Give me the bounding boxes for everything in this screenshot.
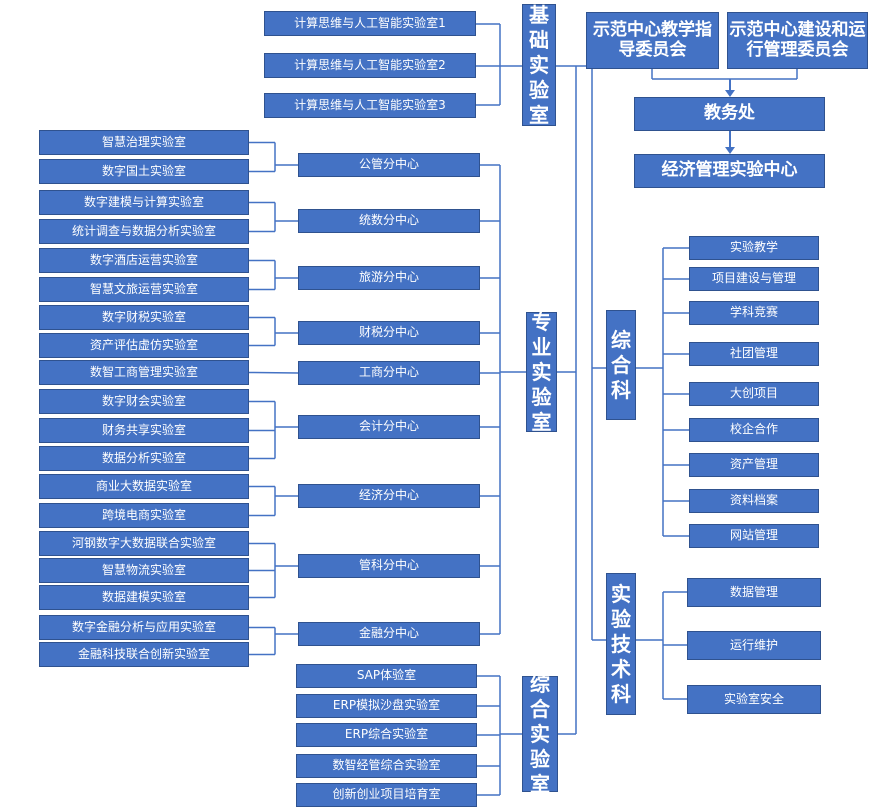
dept-item-box: 资料档案 [689,489,819,513]
lab-box: 河钢数字大数据联合实验室 [39,531,249,556]
subcenter-box: 经济分中心 [298,484,480,508]
subcenter-box: 金融分中心 [298,622,480,646]
subcenter-box: 统数分中心 [298,209,480,233]
subcenter-box: 旅游分中心 [298,266,480,290]
lab-box: 统计调查与数据分析实验室 [39,219,249,244]
lab-box: 数字酒店运营实验室 [39,248,249,273]
lab-box: 商业大数据实验室 [39,474,249,499]
dept-item-box: 大创项目 [689,382,819,406]
lab-box: 数字金融分析与应用实验室 [39,615,249,640]
lab-box: 数智工商管理实验室 [39,360,249,385]
comprehensive-dept-label: 综合科 [606,310,636,420]
lab-box: 智慧治理实验室 [39,130,249,155]
lab-box: 智慧物流实验室 [39,558,249,583]
dept-item-box: 学科竞赛 [689,301,819,325]
lab-box: 数字国土实验室 [39,159,249,184]
subcenter-box: 管科分中心 [298,554,480,578]
comprehensive-lab-room: 数智经管综合实验室 [296,754,477,778]
tech-item-box: 数据管理 [687,578,821,607]
lab-box: 金融科技联合创新实验室 [39,642,249,667]
lab-box: 数据建模实验室 [39,585,249,610]
dept-item-box: 校企合作 [689,418,819,442]
subcenter-box: 财税分中心 [298,321,480,345]
dept-item-box: 项目建设与管理 [689,267,819,291]
lab-box: 数字财会实验室 [39,389,249,414]
academic-affairs-box: 教务处 [634,97,825,131]
teaching-committee-box: 示范中心教学指导委员会 [586,12,719,69]
comprehensive-lab-room: SAP体验室 [296,664,477,688]
tech-item-box: 实验室安全 [687,685,821,714]
professional-lab-label: 专业实验室 [526,310,557,434]
lab-box: 资产评估虚仿实验室 [39,333,249,358]
lab-box: 数据分析实验室 [39,446,249,471]
dept-item-box: 社团管理 [689,342,819,366]
basic-lab-label: 基础实验室 [522,3,556,127]
subcenter-box: 工商分中心 [298,361,480,385]
dept-item-box: 资产管理 [689,453,819,477]
lab-box: 智慧文旅运营实验室 [39,277,249,302]
comprehensive-lab-label: 综合实验室 [522,672,558,796]
subcenter-box: 会计分中心 [298,415,480,439]
lab-box: 跨境电商实验室 [39,503,249,528]
comprehensive-lab-room: ERP综合实验室 [296,723,477,747]
comprehensive-lab-room: 创新创业项目培育室 [296,783,477,807]
operation-committee-box: 示范中心建设和运行管理委员会 [727,12,868,69]
basic-lab-2: 计算思维与人工智能实验室2 [264,53,476,78]
dept-item-box: 网站管理 [689,524,819,548]
dept-item-box: 实验教学 [689,236,819,260]
lab-box: 数字财税实验室 [39,305,249,330]
comprehensive-lab-room: ERP模拟沙盘实验室 [296,694,477,718]
tech-item-box: 运行维护 [687,631,821,660]
lab-box: 财务共享实验室 [39,418,249,443]
subcenter-box: 公管分中心 [298,153,480,177]
basic-lab-3: 计算思维与人工智能实验室3 [264,93,476,118]
tech-dept-label: 实验技术科 [606,573,636,715]
experiment-center-box: 经济管理实验中心 [634,154,825,188]
lab-box: 数字建模与计算实验室 [39,190,249,215]
basic-lab-1: 计算思维与人工智能实验室1 [264,11,476,36]
